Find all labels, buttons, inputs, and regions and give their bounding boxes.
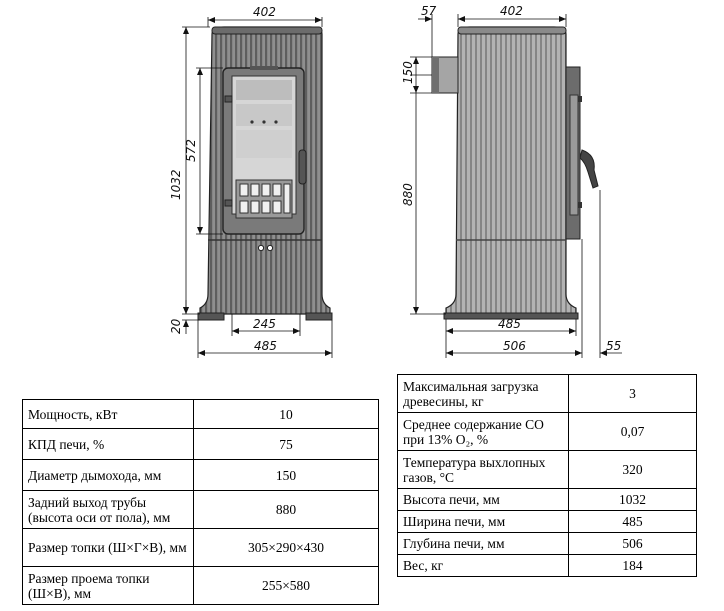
front-dim-foot-height: 20	[169, 318, 183, 334]
spec-label: Глубина печи, мм	[397, 532, 569, 555]
front-ash-knob-right	[266, 244, 274, 252]
front-door-handle	[298, 149, 307, 185]
spec-label: Мощность, кВт	[22, 399, 194, 429]
spec-label: Ширина печи, мм	[397, 510, 569, 533]
table-row: Температура выхлопных газов, °C 320	[397, 450, 697, 489]
front-foot-left	[197, 312, 225, 321]
front-dimensions	[182, 17, 333, 358]
spec-value: 255×580	[193, 566, 379, 605]
stove-drawing: 402 1032 572 20 245 485 57 402	[169, 4, 622, 358]
spec-label: Среднее содержание CO при 13% O₂, %	[397, 412, 569, 451]
spec-value: 320	[568, 450, 697, 489]
front-dim-base-inner: 245	[253, 317, 276, 331]
spec-value: 485	[568, 510, 697, 533]
side-view	[431, 26, 599, 320]
spec-value: 1032	[568, 488, 697, 511]
table-row: Вес, кг 184	[397, 554, 697, 577]
spec-value: 0,07	[568, 412, 697, 451]
table-row: Диаметр дымохода, мм 150	[22, 459, 379, 491]
spec-label: Задний выход трубы (высота оси от пола),…	[22, 490, 194, 529]
spec-value: 150	[193, 459, 379, 491]
table-row: Высота печи, мм 1032	[397, 488, 697, 511]
spec-value: 506	[568, 532, 697, 555]
side-dim-width-top: 402	[500, 4, 523, 18]
spec-value: 305×290×430	[193, 528, 379, 567]
side-dim-pipe-diameter: 150	[401, 61, 415, 84]
table-row: Задний выход трубы (высота оси от пола),…	[22, 490, 379, 529]
front-dim-width-top: 402	[253, 5, 276, 19]
side-dim-depth-total: 506	[503, 339, 526, 353]
spec-label: Высота печи, мм	[397, 488, 569, 511]
spec-table-right: Максимальная загрузка древесины, кг 3 Ср…	[397, 374, 697, 577]
side-dimensions	[410, 14, 622, 358]
table-row: Максимальная загрузка древесины, кг 3	[397, 374, 697, 413]
spec-label: Вес, кг	[397, 554, 569, 577]
front-door-grate	[235, 179, 293, 219]
spec-label: КПД печи, %	[22, 428, 194, 460]
side-dim-handle-depth: 55	[606, 339, 621, 353]
table-row: Размер топки (Ш×Г×В), мм 305×290×430	[22, 528, 379, 567]
spec-value: 880	[193, 490, 379, 529]
front-dim-base-outer: 485	[254, 339, 277, 353]
side-dim-depth-base: 485	[498, 317, 521, 331]
table-row: КПД печи, % 75	[22, 428, 379, 460]
spec-label: Размер топки (Ш×Г×В), мм	[22, 528, 194, 567]
spec-label: Размер проема топки (Ш×В), мм	[22, 566, 194, 605]
spec-value: 10	[193, 399, 379, 429]
side-foot	[443, 312, 579, 320]
spec-table-left: Мощность, кВт 10 КПД печи, % 75 Диаметр …	[22, 399, 379, 605]
spec-value: 3	[568, 374, 697, 413]
table-row: Размер проема топки (Ш×В), мм 255×580	[22, 566, 379, 605]
front-top-cap	[211, 26, 323, 35]
spec-value: 184	[568, 554, 697, 577]
side-door-handle	[579, 149, 599, 189]
side-dim-pipe-axis-height: 880	[401, 183, 415, 206]
front-dim-door-height: 572	[184, 139, 198, 162]
table-row: Глубина печи, мм 506	[397, 532, 697, 555]
side-dim-pipe-depth: 57	[421, 4, 437, 18]
table-row: Среднее содержание CO при 13% O₂, % 0,07	[397, 412, 697, 451]
table-row: Мощность, кВт 10	[22, 399, 379, 429]
spec-value: 75	[193, 428, 379, 460]
front-dim-height-total: 1032	[169, 169, 183, 200]
spec-label: Диаметр дымохода, мм	[22, 459, 194, 491]
table-row: Ширина печи, мм 485	[397, 510, 697, 533]
spec-label: Максимальная загрузка древесины, кг	[397, 374, 569, 413]
front-ash-knob-left	[257, 244, 265, 252]
front-view	[197, 26, 333, 321]
front-foot-right	[305, 312, 333, 321]
spec-label: Температура выхлопных газов, °C	[397, 450, 569, 489]
side-stove-body	[445, 26, 577, 315]
